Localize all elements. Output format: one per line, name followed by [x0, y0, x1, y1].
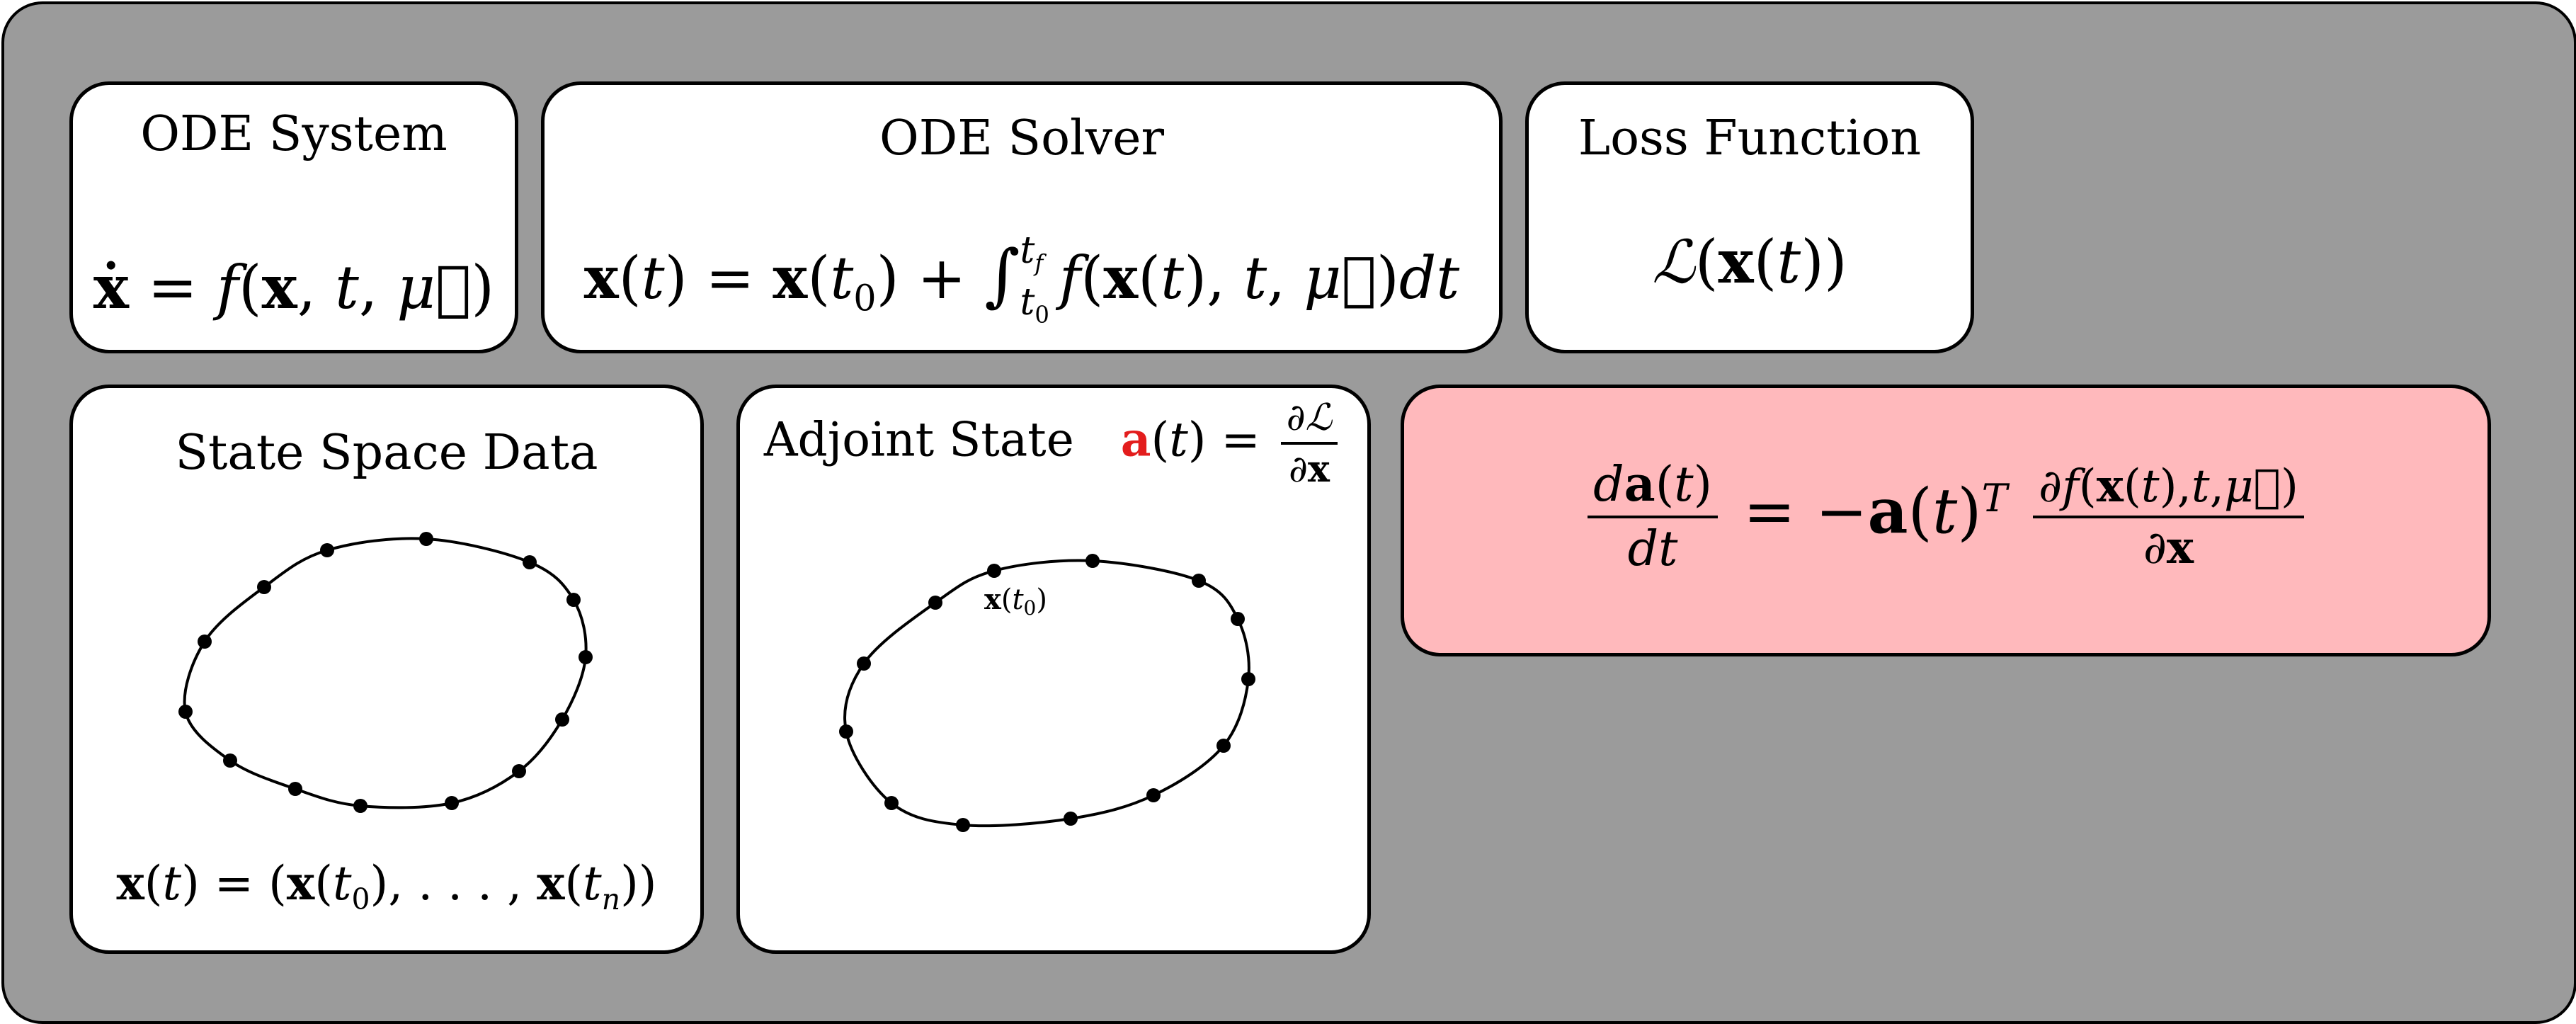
- adjoint-point-0: [987, 564, 1001, 578]
- state-space-point-2: [566, 593, 581, 607]
- adjoint-state-title: Adjoint State: [763, 412, 1074, 467]
- initial-point-label: x(t0): [984, 583, 1047, 620]
- adjoint-point-1: [1085, 554, 1100, 568]
- adjoint-point-8: [956, 818, 970, 832]
- state-space-point-9: [223, 753, 237, 768]
- state-space-point-4: [555, 712, 569, 727]
- adjoint-equation: da(t)dt = −a(t)T ∂f(x(t),t,μ⃗)∂x: [1404, 456, 2487, 577]
- state-space-point-13: [320, 543, 334, 557]
- adjoint-point-4: [1241, 672, 1255, 686]
- state-space-point-1: [523, 555, 537, 569]
- state-space-point-6: [445, 796, 459, 810]
- adjoint-state-heading: Adjoint State a(t) = ∂ℒ∂x: [740, 397, 1367, 491]
- adjoint-point-11: [857, 656, 871, 671]
- adjoint-equation-panel: da(t)dt = −a(t)T ∂f(x(t),t,μ⃗)∂x: [1401, 385, 2491, 656]
- loss-function-title: Loss Function: [1578, 110, 1922, 166]
- state-space-point-8: [288, 782, 302, 796]
- state-space-point-12: [257, 580, 271, 594]
- state-space-title: State Space Data: [175, 425, 598, 481]
- ode-system-equation: ẋ = f(x, t, μ⃗): [93, 252, 495, 322]
- adjoint-state-panel: Adjoint State a(t) = ∂ℒ∂x x(t0): [736, 385, 1371, 954]
- loss-function-equation: ℒ(x(t)): [1652, 227, 1847, 297]
- adjoint-state-trajectory: x(t0): [839, 554, 1255, 832]
- state-space-point-10: [178, 705, 193, 719]
- state-space-equation: x(t) = (x(t0), . . . , x(tn)): [116, 855, 657, 917]
- state-space-point-0: [419, 532, 433, 546]
- loss-function-panel: Loss Function ℒ(x(t)): [1525, 81, 1974, 353]
- adjoint-point-7: [1064, 812, 1078, 826]
- ode-system-title: ODE System: [140, 106, 448, 162]
- state-space-point-5: [512, 764, 526, 778]
- state-space-trajectory: [178, 532, 593, 813]
- adjoint-point-2: [1192, 574, 1206, 588]
- ode-system-panel: ODE System ẋ = f(x, t, μ⃗): [69, 81, 518, 353]
- state-space-point-3: [579, 650, 593, 664]
- adjoint-point-5: [1216, 739, 1231, 753]
- adjoint-point-12: [928, 596, 942, 610]
- adjoint-point-9: [884, 796, 899, 810]
- adjoint-point-3: [1231, 612, 1245, 626]
- state-space-panel: State Space Data x(t) = (x(t0), . . . , …: [69, 385, 704, 954]
- ode-solver-title: ODE Solver: [879, 110, 1164, 166]
- adjoint-point-6: [1146, 788, 1161, 802]
- state-space-point-11: [198, 635, 212, 649]
- state-space-point-7: [353, 799, 367, 813]
- adjoint-point-10: [839, 724, 853, 739]
